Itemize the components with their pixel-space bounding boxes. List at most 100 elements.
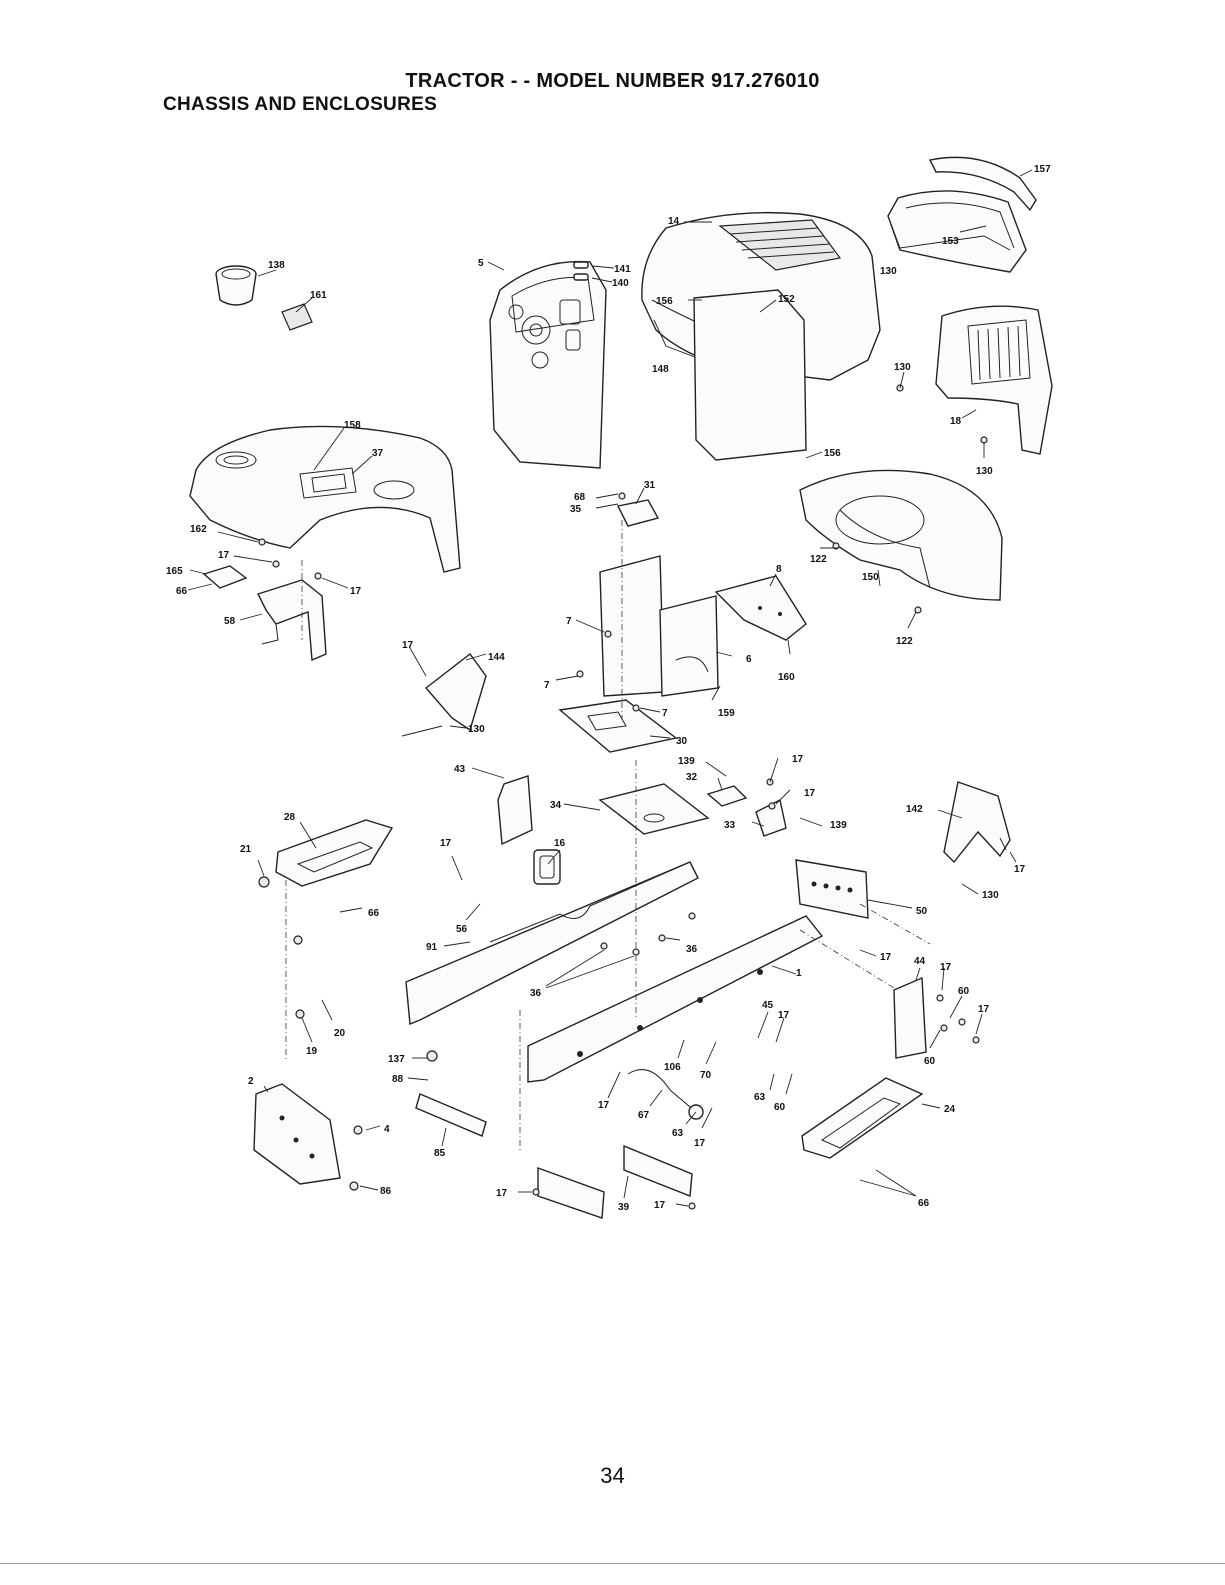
callout-7: 7 xyxy=(566,616,572,627)
callout-150: 150 xyxy=(862,572,879,583)
callout-1: 1 xyxy=(796,968,802,979)
callout-86: 86 xyxy=(380,1186,392,1197)
part-37-fender xyxy=(189,425,461,573)
callout-130: 130 xyxy=(468,724,485,735)
part-28-footrest xyxy=(275,819,394,887)
callout-148: 148 xyxy=(652,364,669,375)
part-85-bar xyxy=(415,1093,487,1137)
part-8-plate xyxy=(714,575,807,641)
callout-24: 24 xyxy=(944,1104,956,1115)
part-91-left-frame-rail xyxy=(405,861,699,1025)
callout-7: 7 xyxy=(544,680,550,691)
part-150-lower-enclosure xyxy=(799,469,1003,601)
callout-142: 142 xyxy=(906,804,923,815)
callout-156: 156 xyxy=(824,448,841,459)
part-34-plate xyxy=(598,783,710,835)
callout-17: 17 xyxy=(792,754,804,765)
callout-161: 161 xyxy=(310,290,327,301)
leader-lines xyxy=(187,169,1033,1207)
part-30-floor-plate xyxy=(558,699,678,753)
callout-17: 17 xyxy=(880,952,892,963)
part-161-plate xyxy=(281,303,313,331)
callout-58: 58 xyxy=(224,616,236,627)
callout-17: 17 xyxy=(350,586,362,597)
callout-139: 139 xyxy=(830,820,847,831)
section-subtitle: CHASSIS AND ENCLOSURES xyxy=(163,94,438,115)
callout-144: 144 xyxy=(488,652,505,663)
callout-20: 20 xyxy=(334,1028,346,1039)
callout-17: 17 xyxy=(654,1200,666,1211)
callout-137: 137 xyxy=(388,1054,405,1065)
part-39-rails xyxy=(537,1144,693,1219)
bottom-rule xyxy=(0,1563,1225,1564)
callout-17: 17 xyxy=(1014,864,1026,875)
part-50-bracket xyxy=(795,859,869,919)
callout-21: 21 xyxy=(240,844,252,855)
page-number: 34 xyxy=(600,1463,625,1488)
callout-130: 130 xyxy=(976,466,993,477)
callout-88: 88 xyxy=(392,1074,404,1085)
callout-19: 19 xyxy=(306,1046,318,1057)
callout-122: 122 xyxy=(810,554,827,565)
part-18-front-grille xyxy=(935,305,1053,455)
callout-68: 68 xyxy=(574,492,586,503)
callout-30: 30 xyxy=(676,736,688,747)
callout-36: 36 xyxy=(686,944,698,955)
callout-39: 39 xyxy=(618,1202,630,1213)
part-58-bracket xyxy=(257,579,327,662)
callout-17: 17 xyxy=(218,550,230,561)
callout-8: 8 xyxy=(776,564,782,575)
callout-153: 153 xyxy=(942,236,959,247)
part-153-grille-surround xyxy=(887,190,1027,273)
callout-63: 63 xyxy=(754,1092,766,1103)
callout-17: 17 xyxy=(804,788,816,799)
part-31-bracket xyxy=(616,499,660,527)
part-32-33-brackets xyxy=(706,785,787,837)
callout-17: 17 xyxy=(598,1100,610,1111)
callout-16: 16 xyxy=(554,838,566,849)
callout-138: 138 xyxy=(268,260,285,271)
callout-28: 28 xyxy=(284,812,296,823)
callout-130: 130 xyxy=(894,362,911,373)
callout-141: 141 xyxy=(614,264,631,275)
callout-5: 5 xyxy=(478,258,484,269)
callout-70: 70 xyxy=(700,1070,712,1081)
callout-130: 130 xyxy=(982,890,999,901)
callout-85: 85 xyxy=(434,1148,446,1159)
part-138-cup-holder xyxy=(215,265,257,306)
callout-6: 6 xyxy=(746,654,752,665)
callout-31: 31 xyxy=(644,480,656,491)
callout-14: 14 xyxy=(668,216,680,227)
callout-34: 34 xyxy=(550,800,562,811)
part-2-axle-bracket xyxy=(253,1083,341,1185)
part-144-bracket xyxy=(401,653,487,737)
callout-7: 7 xyxy=(662,708,668,719)
part-142-bracket xyxy=(943,781,1011,864)
callout-158: 158 xyxy=(344,420,361,431)
callout-17: 17 xyxy=(978,1004,990,1015)
callout-17: 17 xyxy=(778,1010,790,1021)
callout-17: 17 xyxy=(496,1188,508,1199)
callout-130: 130 xyxy=(880,266,897,277)
callout-157: 157 xyxy=(1034,164,1051,175)
part-165-bracket xyxy=(202,565,248,589)
callout-60: 60 xyxy=(958,986,970,997)
callout-2: 2 xyxy=(248,1076,254,1087)
callout-17: 17 xyxy=(694,1138,706,1149)
callout-32: 32 xyxy=(686,772,698,783)
part-1-right-frame-rail xyxy=(527,915,824,1083)
callout-159: 159 xyxy=(718,708,735,719)
page-title: TRACTOR - - MODEL NUMBER 917.276010 xyxy=(405,70,820,92)
callout-60: 60 xyxy=(774,1102,786,1113)
part-5-dash-panel xyxy=(489,260,607,469)
callout-56: 56 xyxy=(456,924,468,935)
callout-122: 122 xyxy=(896,636,913,647)
part-24-footrest xyxy=(801,1077,924,1159)
callout-139: 139 xyxy=(678,756,695,767)
part-152-plate xyxy=(693,289,807,461)
callout-45: 45 xyxy=(762,1000,774,1011)
callout-66: 66 xyxy=(176,586,188,597)
callout-60: 60 xyxy=(924,1056,936,1067)
callout-50: 50 xyxy=(916,906,928,917)
